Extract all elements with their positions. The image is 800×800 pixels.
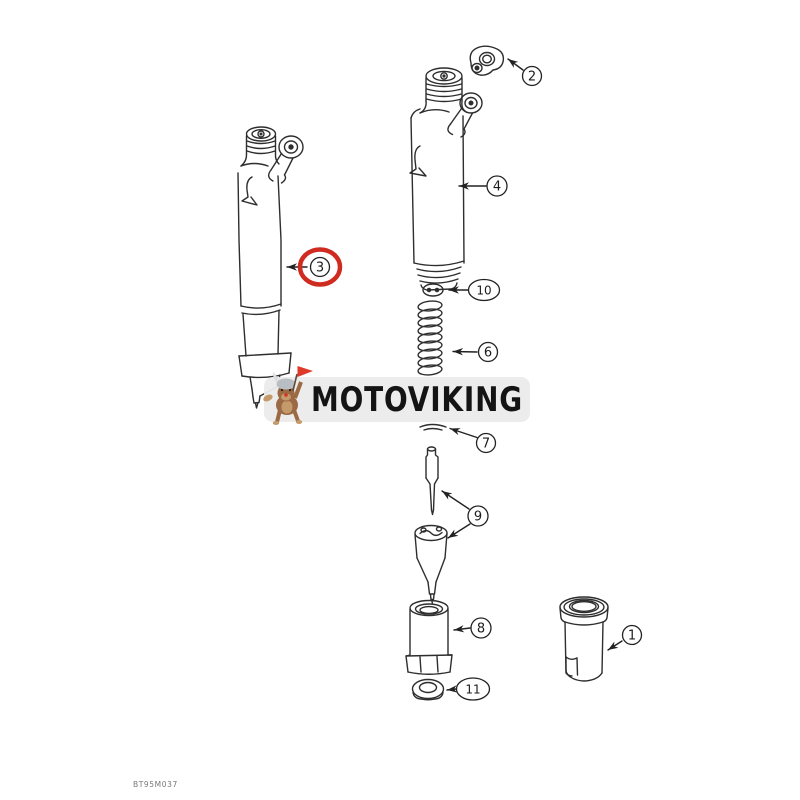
svg-text:4: 4 bbox=[493, 180, 501, 195]
callout-4: 4 bbox=[458, 175, 508, 197]
watermark-logo: MOTOVIKING bbox=[263, 366, 530, 425]
svg-text:7: 7 bbox=[482, 437, 490, 452]
injector-inlet-port bbox=[268, 135, 304, 184]
watermark-background bbox=[264, 377, 530, 422]
part-needle-valve bbox=[425, 446, 439, 516]
watermark-brand-text: MOTOVIKING bbox=[311, 380, 523, 420]
svg-text:2: 2 bbox=[528, 70, 536, 85]
part-nozzle-nut bbox=[405, 599, 453, 675]
svg-text:6: 6 bbox=[484, 346, 492, 361]
svg-text:8: 8 bbox=[477, 622, 485, 637]
svg-text:9: 9 bbox=[474, 510, 482, 525]
red-highlight-ring bbox=[297, 247, 343, 287]
part-spring-seat bbox=[419, 423, 447, 431]
svg-text:1: 1 bbox=[628, 629, 636, 644]
viking-mascot-icon bbox=[263, 366, 313, 425]
part-injector-spring bbox=[417, 300, 443, 376]
callout-9: 9 bbox=[441, 490, 489, 539]
part-sealing-washer bbox=[411, 678, 445, 701]
callout-2: 2 bbox=[507, 58, 543, 87]
mascot-flag bbox=[297, 366, 313, 377]
svg-text:11: 11 bbox=[465, 683, 480, 697]
part-nozzle bbox=[414, 524, 448, 604]
callout-11: 11 bbox=[446, 677, 491, 701]
part-shim-washer bbox=[422, 283, 444, 297]
part-injector-sleeve bbox=[559, 596, 609, 682]
svg-text:10: 10 bbox=[476, 284, 491, 298]
callout-8: 8 bbox=[453, 617, 492, 639]
svg-text:3: 3 bbox=[316, 261, 324, 276]
part-injector-body bbox=[409, 67, 483, 291]
callout-10: 10 bbox=[448, 278, 501, 302]
figure-reference-code: BT95M037 bbox=[133, 780, 178, 789]
callout-7: 7 bbox=[449, 427, 497, 454]
callout-1: 1 bbox=[607, 624, 643, 651]
callout-6: 6 bbox=[452, 341, 499, 363]
callout-3-highlighted: 3 bbox=[286, 247, 343, 287]
injector-body-inlet-port bbox=[447, 92, 483, 138]
part-retaining-clamp bbox=[469, 45, 505, 76]
